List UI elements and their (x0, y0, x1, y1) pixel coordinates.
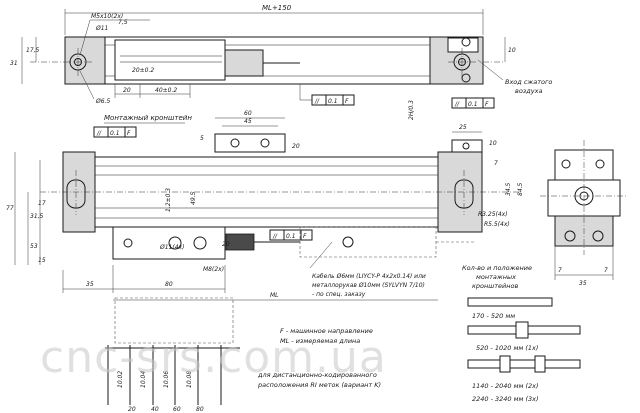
label-range-1: 170 - 520 мм (472, 312, 515, 320)
dim-75: 7,5 (118, 19, 128, 26)
dim-7b: 7 (558, 267, 562, 274)
svg-text://: // (454, 101, 460, 108)
dim-r55: R5.5(4x) (484, 221, 510, 228)
dim-10: 10 (508, 47, 516, 54)
dim-d11: Ø11 (95, 25, 108, 32)
dim-r1: 10.02 (117, 371, 124, 388)
dim-345: 34.5 (505, 182, 512, 196)
svg-text:0.1: 0.1 (110, 130, 120, 137)
tolerance-frame: // 0.1 F (269, 229, 313, 241)
dim-20: 20 (123, 87, 131, 94)
dim-15: 15 (38, 257, 46, 264)
svg-text:0.1: 0.1 (468, 101, 478, 108)
label-qty-2: монтажных (476, 273, 516, 281)
legend: F - машинное направление ML - измеряемая… (257, 327, 381, 389)
dim-m5: M5x10(2x) (91, 13, 123, 20)
label-cable-2: металлорукав Ø10мм (SYLVYN 7/10) (312, 282, 425, 289)
dim-80: 80 (165, 281, 173, 288)
dim-25: 25 (459, 124, 467, 131)
svg-text:0.1: 0.1 (328, 98, 338, 105)
label-range-2: 520 - 1020 мм (1x) (476, 344, 538, 352)
svg-text://: // (96, 130, 102, 137)
svg-text://: // (314, 98, 320, 105)
dim-20c: 20 (292, 143, 300, 150)
dim-17: 17 (38, 200, 46, 207)
dim-r4: 10.08 (186, 371, 193, 388)
label-bracket: Монтажный кронштейн (104, 114, 192, 122)
label-ref-2: расположения RI меток (вариант K) (257, 381, 381, 389)
dim-175: 17,5 (26, 47, 40, 54)
top-view: ML+150 M5x10(2x) Ø11 Ø6.5 (10, 4, 552, 120)
label-air-inlet-2: воздуха (515, 87, 542, 95)
watermark-logo: cnc-srs.com.ua (40, 332, 387, 383)
dim-5: 5 (200, 135, 204, 142)
svg-text:F: F (303, 233, 307, 240)
dim-2h: 2H/0.3 (408, 100, 415, 120)
dim-77: 77 (6, 205, 14, 212)
dim-r2: 10.04 (140, 371, 147, 388)
dim-60: 60 (244, 110, 252, 117)
label-cable-3: - по спец. заказу (312, 291, 366, 298)
dim-s80: 80 (196, 406, 204, 413)
dim-d11-4x: Ø11(4x) (159, 244, 184, 251)
dim-53: 53 (30, 243, 38, 250)
label-air-inlet-1: Вход сжатого (505, 78, 552, 86)
legend-f: F - машинное направление (280, 327, 373, 335)
dim-40pm: 40±0.2 (155, 87, 177, 94)
svg-text:F: F (345, 98, 349, 105)
svg-text://: // (272, 233, 278, 240)
dim-495: 49.5 (190, 191, 197, 205)
dim-7c: 7 (604, 267, 608, 274)
dim-m8: M8(2x) (203, 266, 224, 273)
dim-45: 45 (244, 118, 252, 125)
dim-10b: 10 (489, 140, 497, 147)
dim-20pm: 20±0.2 (132, 67, 154, 74)
tolerance-frame: // 0.1 F (451, 97, 495, 109)
svg-text:0.1: 0.1 (286, 233, 296, 240)
label-cable-1: Кабель Ø6мм (LIYCY-P 4x2x0.14) или (312, 273, 426, 280)
dim-s60: 60 (173, 406, 181, 413)
dim-ml: ML (270, 292, 279, 299)
dim-20d: 20 (222, 241, 230, 248)
dim-r3: 10.06 (163, 371, 170, 388)
dim-315: 31,5 (30, 213, 44, 220)
label-qty-1: Кол-во и положение (462, 264, 532, 272)
legend-ml: ML - измеряемая длина (280, 337, 360, 345)
label-range-3: 1140 - 2040 мм (2x) (472, 382, 539, 390)
dim-35b: 35 (579, 280, 587, 287)
tolerance-frame: // 0.1 F (311, 94, 355, 106)
svg-text:F: F (485, 101, 489, 108)
label-ref-1: для дистанционно-кодированного (257, 371, 377, 379)
bracket-quantity-table: Кол-во и положение монтажных кронштейнов… (462, 264, 581, 403)
end-view: 35 7 7 (540, 140, 628, 287)
dim-7a: 7 (494, 160, 498, 167)
label-qty-3: кронштейнов (472, 282, 518, 290)
svg-text:F: F (127, 130, 131, 137)
dim-ml150: ML+150 (262, 4, 292, 12)
dim-s40: 40 (151, 406, 159, 413)
tolerance-frame: // 0.1 F (93, 126, 137, 138)
label-range-4: 2240 - 3240 мм (3x) (472, 395, 539, 403)
dim-12: 1.2±0.3 (165, 188, 172, 212)
reference-mark-scale: 10.02 10.04 10.06 10.08 20 40 60 80 (105, 345, 240, 413)
dim-s20: 20 (128, 406, 136, 413)
dim-35: 35 (86, 281, 94, 288)
dim-d65: Ø6.5 (95, 98, 110, 105)
dim-r325: R3.25(4x) (478, 211, 508, 218)
side-view: Монтажный кронштейн // 0.1 F 60 45 5 20 (6, 110, 524, 344)
dim-845: 84.5 (517, 182, 524, 196)
dim-31: 31 (10, 60, 18, 67)
